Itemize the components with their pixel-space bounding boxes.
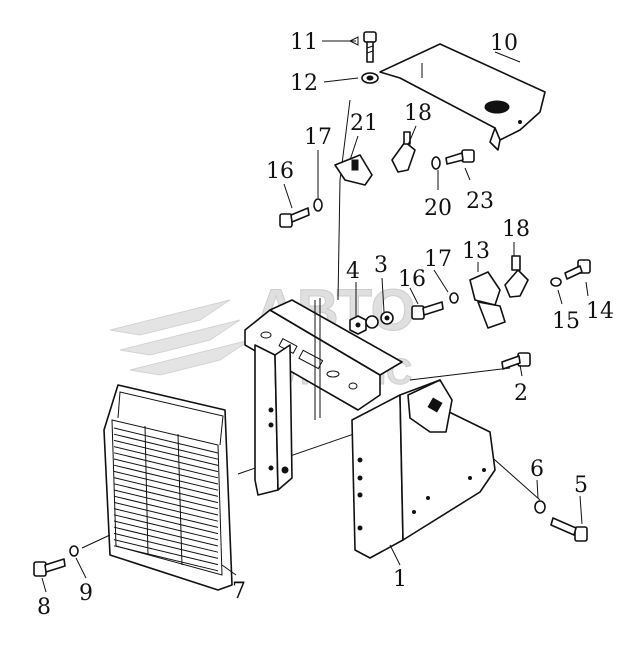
callout-21: 21 <box>350 111 378 136</box>
part-8-bolt <box>33 558 66 577</box>
part-17-lower-washer <box>449 292 459 304</box>
callout-5: 5 <box>574 473 588 498</box>
callout-18-upper: 18 <box>404 101 432 126</box>
part-2-bolt <box>501 352 531 370</box>
part-17-upper-washer <box>313 198 323 212</box>
grille-slat <box>113 483 219 510</box>
callout-3: 3 <box>374 253 388 278</box>
part-18-lower-switch <box>504 255 529 298</box>
leader-lines <box>41 36 589 593</box>
grille-slat <box>113 501 219 528</box>
grille-slat <box>113 446 219 473</box>
grille-slat <box>113 452 219 479</box>
frame-crossbar <box>244 299 403 411</box>
grille-slat <box>113 508 219 535</box>
part-14-bolt <box>564 259 591 280</box>
callout-18-lower: 18 <box>502 217 530 242</box>
grille-slat <box>113 520 219 547</box>
callout-10: 10 <box>490 31 518 56</box>
part-4-nut <box>349 315 367 335</box>
grille-slat <box>113 495 219 522</box>
callout-15: 15 <box>552 309 580 334</box>
grille-slat <box>113 514 219 541</box>
callout-4: 4 <box>346 259 360 284</box>
callout-8: 8 <box>37 595 51 620</box>
grille-slats <box>113 427 219 572</box>
callout-6: 6 <box>530 457 544 482</box>
callout-12: 12 <box>290 71 318 96</box>
part-6-washer <box>534 500 546 514</box>
callout-1: 1 <box>393 567 407 592</box>
callout-9: 9 <box>79 581 93 606</box>
part-13-lower-bracket <box>469 271 506 329</box>
callout-11: 11 <box>290 30 318 55</box>
callout-14: 14 <box>586 299 614 324</box>
callout-20: 20 <box>424 196 452 221</box>
part-11-bolt <box>363 31 377 63</box>
part-16-lower-bolt <box>411 301 444 320</box>
frame-left-post <box>254 298 321 496</box>
part-12-washer <box>361 72 379 84</box>
grille-slat <box>113 433 219 460</box>
grille-slat <box>113 458 219 485</box>
part-10-top-cover <box>379 43 546 151</box>
grille-slat <box>113 464 219 491</box>
callout-16-lower: 16 <box>398 267 426 292</box>
callout-labels: 11 12 10 21 18 17 16 20 23 18 13 17 16 4… <box>37 30 614 620</box>
part-3-washer <box>365 311 394 329</box>
callout-17-lower: 17 <box>424 247 452 272</box>
grille-slat <box>113 439 219 466</box>
grille-slat <box>113 489 219 516</box>
part-20-washer <box>431 156 441 170</box>
callout-7: 7 <box>232 579 246 604</box>
callout-16-upper: 16 <box>266 159 294 184</box>
part-18-upper-switch <box>391 131 416 173</box>
part-16-upper-bolt <box>279 207 310 228</box>
grille-slat <box>113 427 219 454</box>
grille-slat <box>113 526 219 553</box>
part-5-bolt <box>550 517 588 542</box>
callout-17-upper: 17 <box>304 125 332 150</box>
callout-13: 13 <box>462 239 490 264</box>
callout-23: 23 <box>466 189 494 214</box>
grille-slat <box>113 545 219 572</box>
part-9-washer <box>69 545 79 557</box>
part-1-side-panel <box>351 379 496 559</box>
callout-2: 2 <box>514 381 528 406</box>
part-21-bracket <box>334 154 373 186</box>
part-23-bolt <box>445 149 475 165</box>
grille-slat <box>113 532 219 559</box>
grille-slat <box>113 539 219 566</box>
part-15-washer <box>550 277 562 287</box>
grille-slat <box>113 477 219 504</box>
grille-slat <box>113 470 219 497</box>
